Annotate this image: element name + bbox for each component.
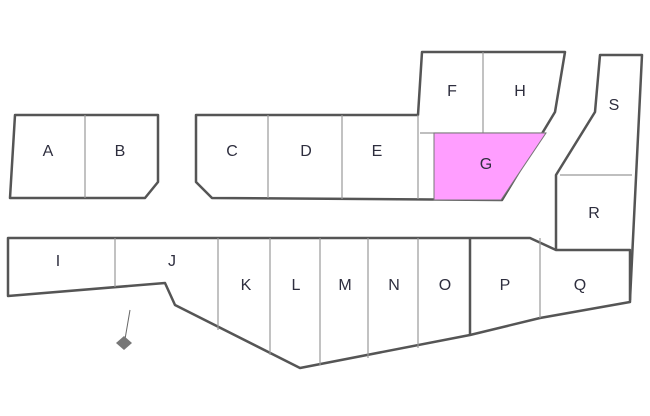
lot-e[interactable]: E bbox=[372, 143, 383, 160]
block-ab bbox=[8, 113, 160, 200]
lot-s[interactable]: S bbox=[609, 97, 620, 114]
lot-d[interactable]: D bbox=[300, 143, 312, 160]
lot-m[interactable]: M bbox=[338, 277, 351, 294]
block-i-q bbox=[6, 236, 632, 370]
lot-g-highlight[interactable] bbox=[433, 132, 547, 201]
lot-i[interactable]: I bbox=[56, 253, 60, 270]
lot-k[interactable]: K bbox=[241, 277, 252, 294]
north-arrow-icon bbox=[116, 309, 132, 350]
lot-g[interactable]: G bbox=[480, 156, 492, 173]
lot-f[interactable]: F bbox=[447, 83, 457, 100]
lot-l[interactable]: L bbox=[292, 277, 301, 294]
lot-j[interactable]: J bbox=[168, 253, 176, 270]
lot-p[interactable]: P bbox=[500, 277, 511, 294]
lot-o[interactable]: O bbox=[439, 277, 451, 294]
lot-r[interactable]: R bbox=[588, 205, 600, 222]
lot-c[interactable]: C bbox=[226, 143, 238, 160]
lot-h[interactable]: H bbox=[514, 83, 526, 100]
lot-a[interactable]: A bbox=[43, 143, 54, 160]
lot-q[interactable]: Q bbox=[574, 277, 586, 294]
lot-n[interactable]: N bbox=[388, 277, 400, 294]
lot-b[interactable]: B bbox=[115, 143, 126, 160]
